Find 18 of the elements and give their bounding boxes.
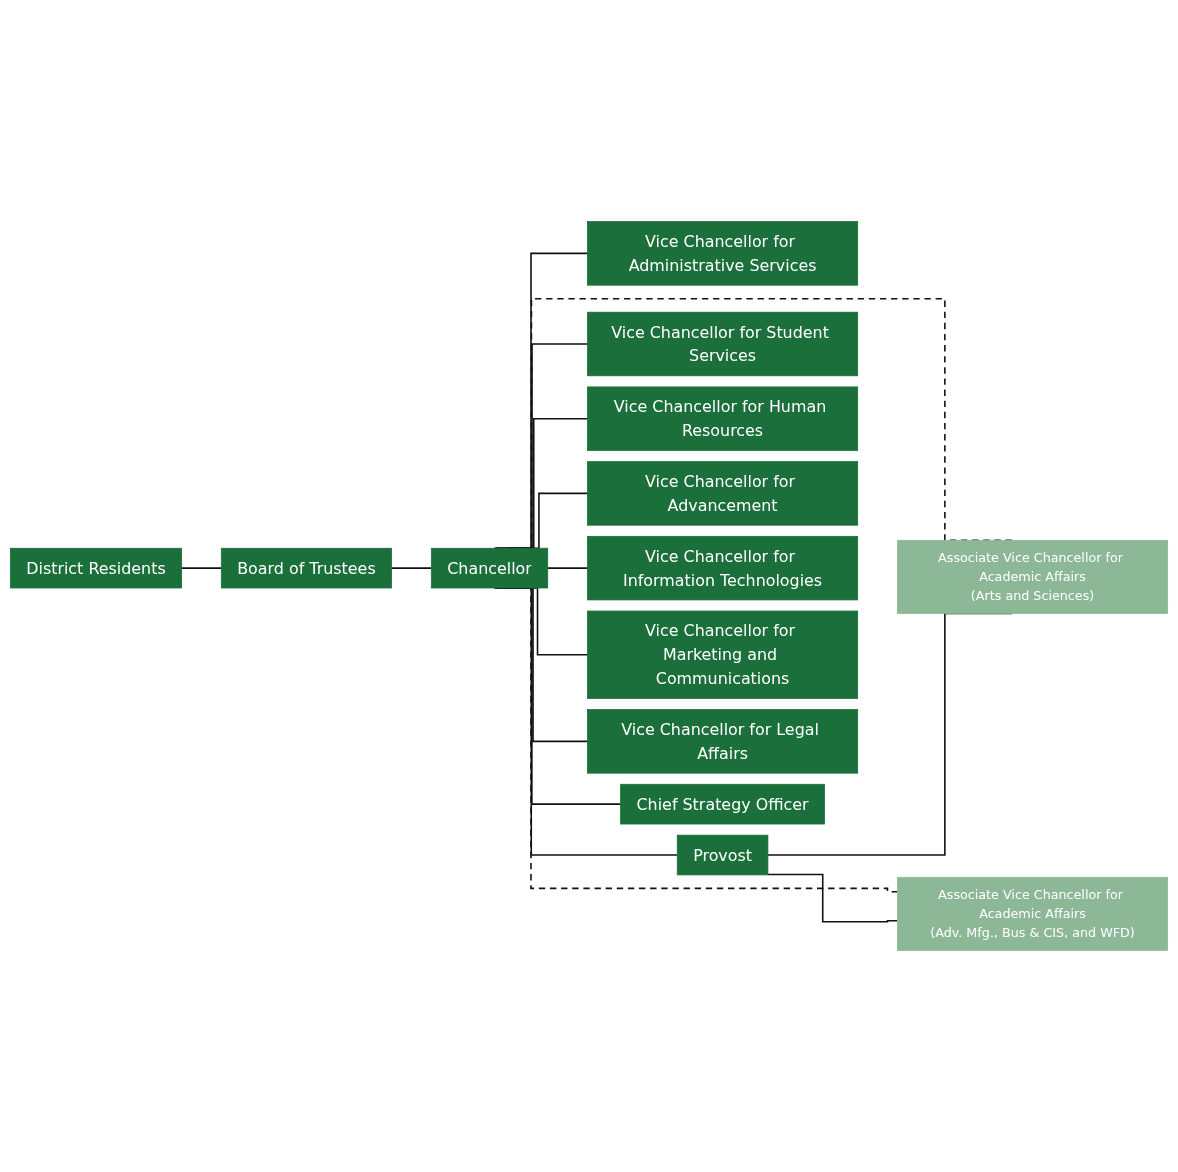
node-box: Provost [676, 834, 769, 876]
node-box: Vice Chancellor for Human Resources [587, 386, 859, 451]
node-box: Vice Chancellor for Legal Affairs [587, 709, 859, 774]
node-box: Board of Trustees [220, 547, 392, 589]
node-box: Chancellor [430, 547, 549, 589]
node-box: Associate Vice Chancellor for Academic Affairs (Arts and Sciences) [897, 539, 1169, 614]
connector [180, 567, 223, 569]
node-box: Associate Vice Chancellor for Academic Affairs (Adv. Mfg., Bus & CIS, and WFD) [897, 876, 1169, 951]
node-box: Chief Strategy Officer [620, 783, 825, 825]
node-box: District Residents [9, 547, 182, 589]
node-box: Vice Chancellor for Advancement [587, 461, 859, 526]
connector [767, 873, 899, 923]
node-box: Vice Chancellor for Marketing and Communications [587, 610, 859, 699]
connector [546, 567, 589, 569]
connector [390, 567, 433, 569]
node-box: Vice Chancellor for Student Services [587, 311, 859, 377]
node-box: Vice Chancellor for Information Technologies [587, 535, 859, 601]
node-box: Vice Chancellor for Administrative Services [587, 221, 859, 286]
